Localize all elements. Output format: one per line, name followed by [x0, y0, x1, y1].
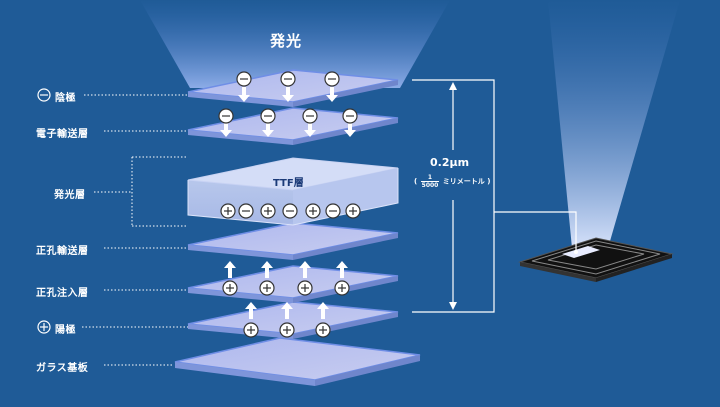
connector-line	[494, 211, 577, 252]
minus-circle-icon	[37, 88, 51, 102]
cathode-layer	[187, 69, 399, 107]
thickness-value: 0.2μm	[430, 156, 470, 169]
hole-injection-layer	[187, 265, 399, 303]
label-glass-substrate: ガラス基板	[36, 363, 89, 374]
hole-particle	[220, 203, 236, 219]
hole-particle	[297, 280, 313, 296]
fraction-denominator: 5000	[421, 182, 439, 189]
device-light-beam	[548, 0, 680, 248]
hole-transport-layer	[187, 222, 399, 260]
hole-particle	[279, 322, 295, 338]
arrow-down-head	[449, 302, 457, 310]
unit-text: ミリメートル	[442, 177, 485, 186]
light-emission-title: 発光	[270, 32, 303, 50]
device-panel	[518, 237, 674, 282]
hole-particle	[243, 322, 259, 338]
hole-particle	[259, 280, 275, 296]
arrow-up-head	[449, 82, 457, 90]
light-beam	[140, 0, 450, 88]
hole-particles	[222, 280, 350, 338]
hole-particle	[334, 280, 350, 296]
paren-close: )	[487, 177, 491, 186]
electron-particle	[324, 71, 340, 87]
leader-lines	[82, 94, 188, 366]
label-cathode: 陰極	[55, 93, 76, 104]
hole-particle	[222, 280, 238, 296]
fraction-numerator: 1	[420, 174, 440, 182]
electron-particle	[238, 203, 254, 219]
hole-particle	[315, 322, 331, 338]
electron-particle	[236, 71, 252, 87]
hole-particle	[260, 203, 276, 219]
fraction: 1 5000	[420, 174, 440, 189]
hole-arrows	[224, 261, 348, 319]
recombination-particles	[220, 203, 361, 219]
thickness-bracket	[412, 79, 495, 313]
electron-particle	[280, 71, 296, 87]
thickness-subtext: ( 1 5000 ミリメートル )	[414, 174, 490, 189]
hole-particle	[345, 203, 361, 219]
electron-particle	[282, 203, 298, 219]
electron-particle	[218, 108, 234, 124]
electron-particle	[302, 108, 318, 124]
label-hole-transport: 正孔輸送層	[36, 246, 89, 257]
label-hole-injection: 正孔注入層	[36, 288, 89, 299]
hole-particle	[305, 203, 321, 219]
electron-particles	[218, 71, 358, 124]
label-anode: 陽極	[55, 325, 76, 336]
plus-circle-icon	[37, 320, 51, 334]
label-ttf: TTF層	[273, 178, 304, 189]
label-emission: 発光層	[54, 190, 86, 201]
paren-open: (	[414, 177, 418, 186]
electron-particle	[342, 108, 358, 124]
electron-particle	[260, 108, 276, 124]
electron-particle	[325, 203, 341, 219]
label-electron-transport: 電子輸送層	[36, 129, 89, 140]
glass-substrate-layer	[174, 337, 421, 386]
electron-arrows	[220, 87, 356, 137]
